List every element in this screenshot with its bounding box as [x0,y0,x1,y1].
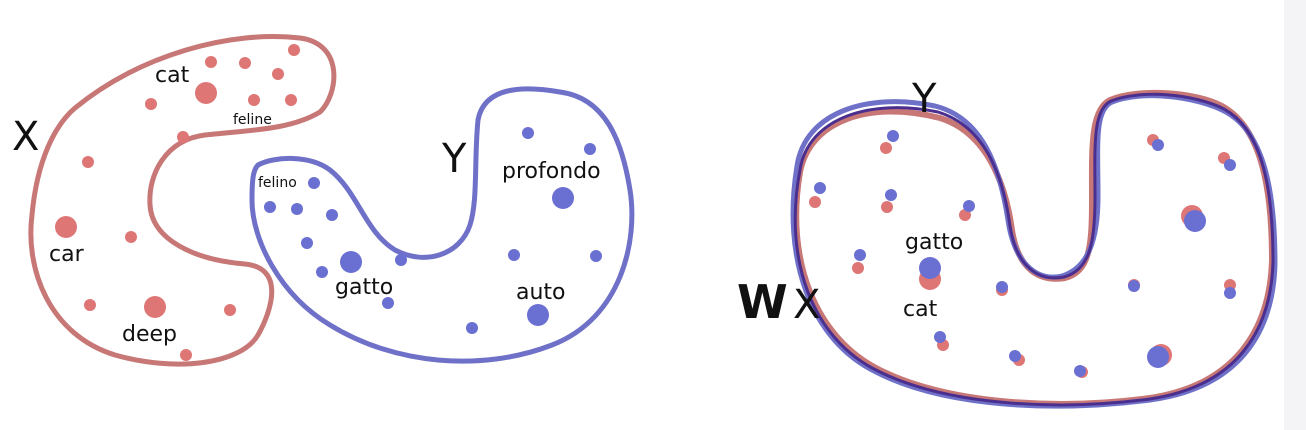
y-point-right [1224,159,1236,171]
word-cat: cat [155,63,190,88]
y-point-right [1152,139,1164,151]
y-point [301,237,313,249]
word-gatto: gatto [335,275,393,300]
y-point-right [919,257,941,279]
x-point [144,296,166,318]
wx-point [809,196,821,208]
word-feline: feline [233,112,272,128]
x-point [125,231,137,243]
wx-space-outline [793,89,1276,407]
y-point [340,251,362,273]
y-point [527,304,549,326]
y-point [590,250,602,262]
y-point [308,177,320,189]
wx-point [959,209,971,221]
y-point-right [854,249,866,261]
y-point-right [1009,350,1021,362]
y-point-right [934,331,946,343]
x-point [248,94,260,106]
wx-point [880,142,892,154]
y-point-right [1074,365,1086,377]
x-point [285,94,297,106]
x-point [180,349,192,361]
y-point-right [1224,287,1236,299]
y-point-right [887,130,899,142]
x-space-label: X [12,114,39,160]
word-car: car [49,242,85,267]
y-point [552,187,574,209]
y-point-right [963,200,975,212]
y-point-right [1147,346,1169,368]
x-point [177,131,189,143]
y-point [395,254,407,266]
mapping-w-label: W [737,275,788,329]
aligned-outline [793,92,1275,407]
x-space-outline [28,34,337,367]
word-profondo: profondo [502,159,601,184]
x-point [84,299,96,311]
y-point-right [1128,280,1140,292]
y-label-right: Y [911,76,937,122]
y-space-label: Y [441,136,467,182]
y-point-right [1184,210,1206,232]
word-gatto-right: gatto [905,230,963,255]
y-point-right [814,182,826,194]
y-embedding-points [264,127,602,334]
x-point [55,216,77,238]
right-panel: Y W X gatto cat [737,76,1278,409]
x-point [82,156,94,168]
x-point [205,56,217,68]
word-auto: auto [516,280,566,305]
y-point [264,201,276,213]
left-panel: X Y cat feline car deep felino profondo … [12,34,635,367]
y-point [316,266,328,278]
word-deep: deep [122,322,177,347]
y-point [326,209,338,221]
y-point [522,127,534,139]
word-cat-right: cat [903,297,938,322]
y-point [584,143,596,155]
x-point [145,98,157,110]
scrollbar[interactable] [1284,0,1306,430]
y-point [508,249,520,261]
mapping-x-label: X [793,282,820,328]
x-point [288,44,300,56]
x-embedding-points [55,44,300,361]
x-point [272,68,284,80]
wx-point [852,262,864,274]
y-space-outline [249,86,635,364]
y-point [291,203,303,215]
wx-point [881,201,893,213]
aligned-embedding-points [809,130,1236,378]
x-point [224,304,236,316]
x-point [239,57,251,69]
y-point [466,322,478,334]
y-point-right [885,189,897,201]
y-point-right [996,281,1008,293]
y-point [382,297,394,309]
x-point [195,82,217,104]
word-felino: felino [258,175,297,191]
